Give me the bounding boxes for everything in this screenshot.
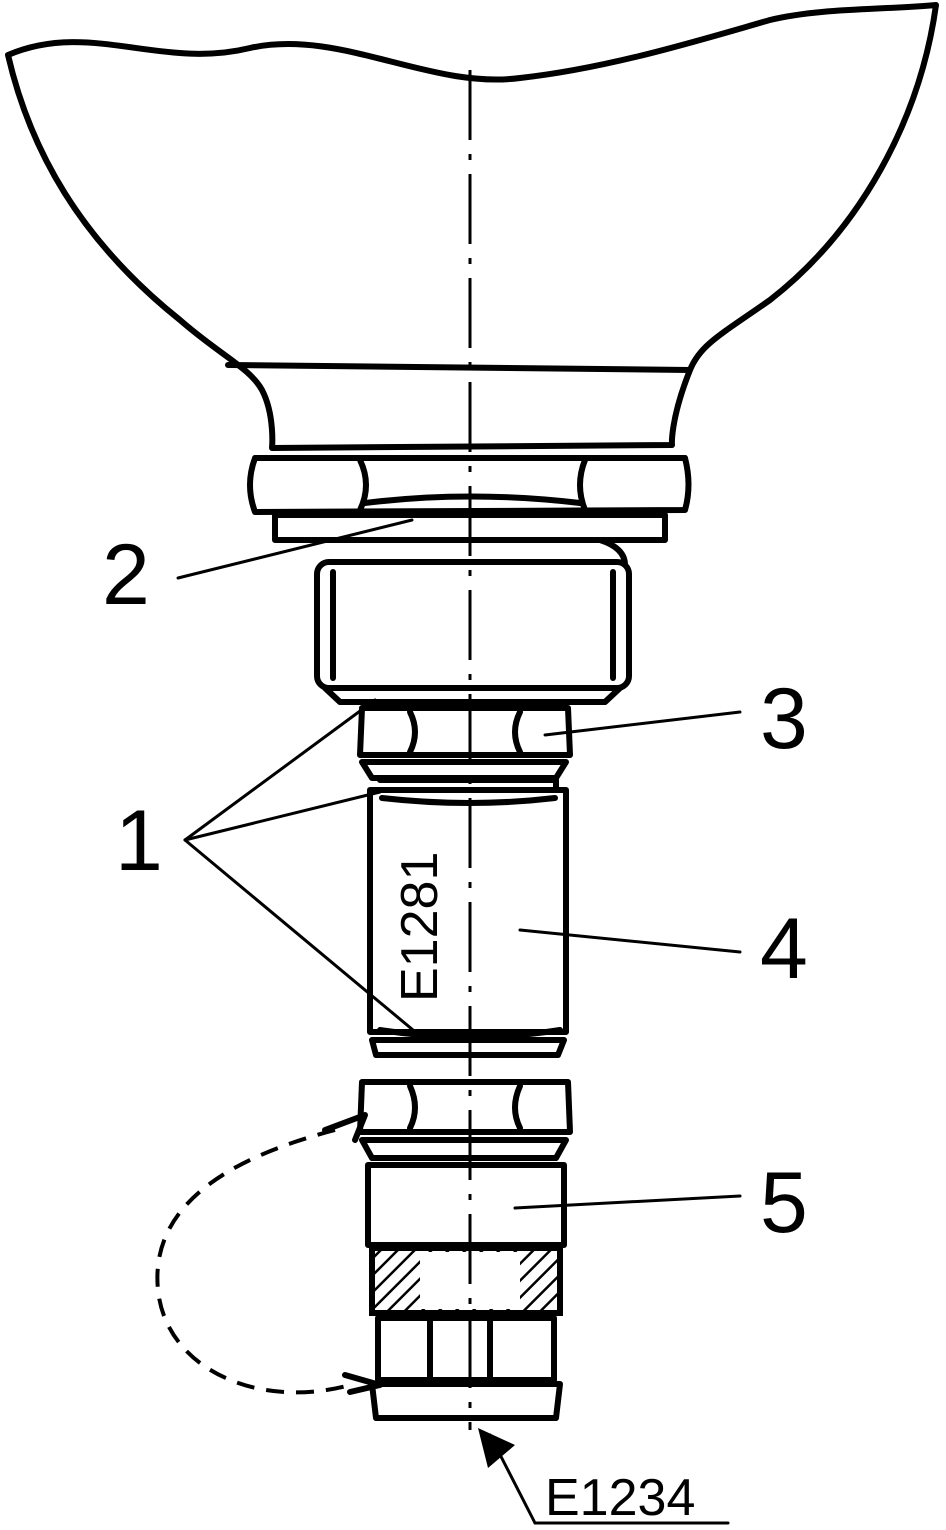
callout-4: 4 (760, 901, 808, 997)
leader-lines (176, 518, 742, 1525)
adapter-upper-hex (314, 559, 632, 705)
nut-part-3 (357, 705, 573, 781)
retaining-wire-dashed (155, 1128, 351, 1395)
callout-3: 3 (760, 671, 808, 767)
figure-code: E1234 (545, 1469, 695, 1527)
arrow-head (478, 1428, 515, 1468)
wire-end-top (322, 1112, 368, 1143)
lower-hex-nut (357, 1079, 573, 1161)
connector-part-5 (365, 1162, 567, 1421)
housing-bowl (5, 2, 939, 451)
callout-5: 5 (760, 1155, 808, 1251)
callout-2: 2 (102, 527, 150, 623)
callout-1: 1 (115, 793, 163, 889)
wire-end-bottom (342, 1372, 383, 1395)
body-marking-code: E1281 (391, 852, 449, 1002)
